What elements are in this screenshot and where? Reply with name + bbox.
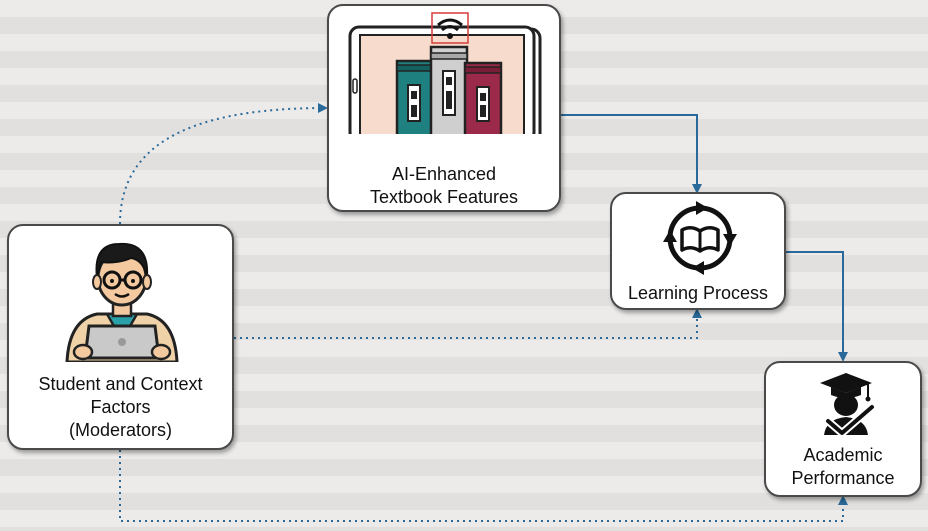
arrow-learning-to-performance [786,251,848,362]
arrow-student-to-performance [119,450,848,522]
label-line: Textbook Features [369,187,519,207]
ai-textbook-tablet-icon [348,12,542,134]
node-ai-textbook-features: AI-Enhanced Textbook Features [327,4,561,212]
label-line: Performance [791,468,895,488]
label-line: Factors [90,397,151,417]
node-academic-performance: Academic Performance [764,361,922,497]
student-laptop-icon [65,242,179,362]
graduate-checkmark-icon [820,373,876,437]
node-student-context-factors: Student and Context Factors (Moderators) [7,224,234,450]
node-learning-process: Learning Process [610,192,786,310]
node-academic-performance-label: Academic Performance [766,444,920,490]
label-line: Student and Context [38,374,203,394]
node-learning-process-label: Learning Process [612,282,784,305]
label-line: AI-Enhanced [391,164,497,184]
arrow-student-to-learning [234,308,702,339]
label-line: Learning Process [627,283,769,303]
node-student-context-factors-label: Student and Context Factors (Moderators) [9,373,232,442]
arrow-features-to-learning [561,114,702,194]
node-ai-textbook-features-label: AI-Enhanced Textbook Features [329,163,559,209]
arrow-student-to-features [119,103,328,225]
label-line: (Moderators) [68,420,173,440]
learning-cycle-book-icon [663,201,737,275]
label-line: Academic [803,445,883,465]
